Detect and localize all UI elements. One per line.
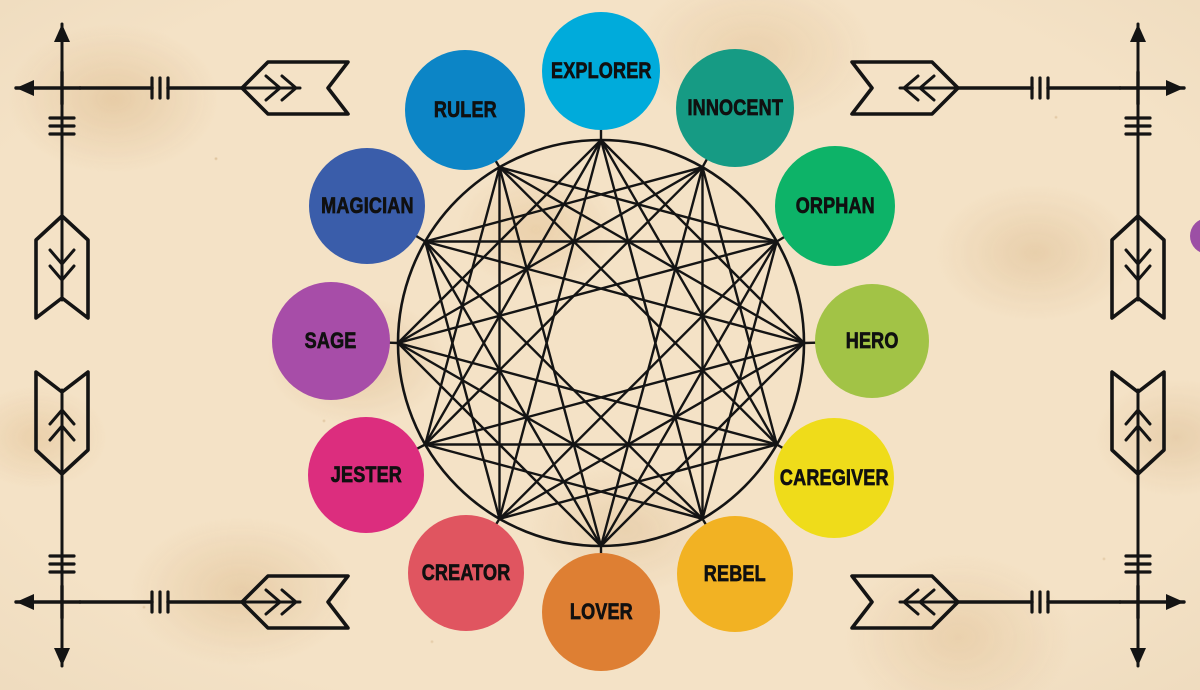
archetype-node-creator[interactable]: CREATOR [408, 515, 524, 631]
archetype-node-jester[interactable]: JESTER [308, 417, 424, 533]
archetype-node-lover[interactable]: LOVER [542, 553, 660, 671]
archetype-label-magician: MAGICIAN [320, 193, 414, 218]
archetype-label-rebel: REBEL [704, 561, 766, 586]
archetype-node-innocent[interactable]: INNOCENT [676, 49, 794, 167]
archetype-label-hero: HERO [845, 328, 899, 353]
archetype-label-ruler: RULER [433, 97, 497, 122]
archetype-label-jester: JESTER [330, 462, 402, 487]
archetype-node-hero[interactable]: HERO [815, 284, 929, 398]
archetype-node-sage[interactable]: SAGE [272, 282, 390, 400]
archetype-label-innocent: INNOCENT [687, 95, 783, 120]
archetype-node-edge-sliver [1190, 218, 1200, 254]
archetype-label-sage: SAGE [305, 328, 357, 353]
archetype-label-lover: LOVER [569, 599, 633, 624]
archetype-node-ruler[interactable]: RULER [405, 50, 525, 170]
archetype-node-caregiver[interactable]: CAREGIVER [774, 418, 894, 538]
archetype-label-caregiver: CAREGIVER [779, 465, 889, 490]
archetype-node-explorer[interactable]: EXPLORER [542, 12, 660, 130]
archetype-node-magician[interactable]: MAGICIAN [309, 148, 425, 264]
archetype-node-rebel[interactable]: REBEL [677, 516, 793, 632]
archetype-label-explorer: EXPLORER [550, 58, 652, 83]
archetype-label-orphan: ORPHAN [795, 193, 875, 218]
archetype-node-orphan[interactable]: ORPHAN [775, 146, 895, 266]
archetype-label-creator: CREATOR [421, 560, 511, 585]
